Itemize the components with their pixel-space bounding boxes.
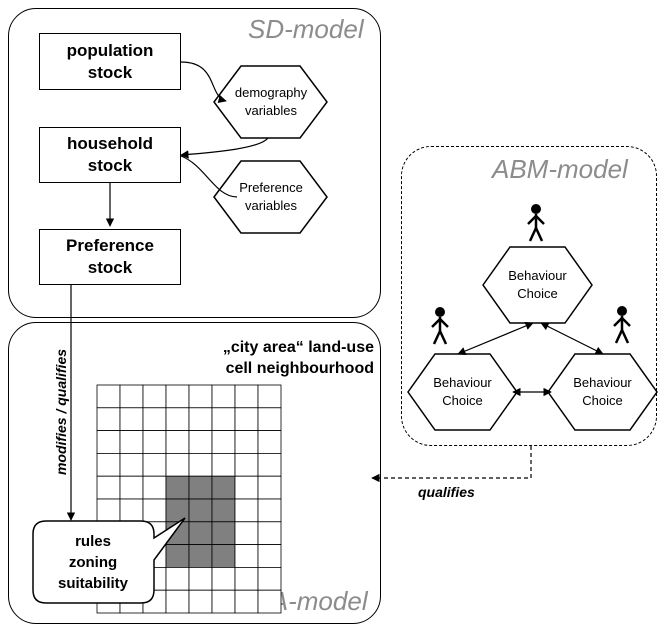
- behaviour-right-label: Behaviour Choice: [573, 375, 632, 408]
- grid-cell: [165, 589, 190, 614]
- grid-cell: [257, 498, 282, 523]
- grid-cell: [234, 567, 259, 591]
- grid-cell: [234, 407, 259, 431]
- top-left-arrow: [457, 322, 534, 355]
- grid-cell: [211, 567, 236, 591]
- preference-variables-label: Preference variables: [239, 180, 303, 213]
- grid-cell: [119, 475, 144, 500]
- grid-cell: [257, 567, 282, 591]
- person-icon-left: [431, 307, 449, 345]
- grid-cell: [234, 452, 259, 477]
- grid-cell: [142, 452, 167, 477]
- population-to-demography-arrow: [180, 61, 227, 104]
- grid-cell: [96, 384, 121, 409]
- person-icon-right: [613, 306, 631, 344]
- ca-heading: „city area“ land-use cell neighbourhood: [222, 339, 374, 377]
- grid-cell-highlighted: [211, 521, 236, 545]
- grid-cell: [96, 430, 121, 454]
- behaviour-top-label: Behaviour Choice: [508, 268, 567, 301]
- demography-to-household-arrow: [180, 137, 269, 159]
- preference-variables-hexagon: [213, 160, 328, 234]
- grid-cell-highlighted: [188, 521, 213, 545]
- grid-cell-highlighted: [165, 544, 190, 568]
- preference-variables-to-household-arrow: [180, 155, 238, 198]
- grid-cell-highlighted: [211, 498, 236, 523]
- qualifies-label: qualifies: [418, 484, 475, 500]
- grid-cell: [234, 589, 259, 614]
- grid-cell: [211, 452, 236, 477]
- grid-cell-highlighted: [211, 544, 236, 568]
- grid-cell: [119, 430, 144, 454]
- sd-model-panel: [8, 8, 381, 318]
- grid-cell: [257, 521, 282, 545]
- grid-cell: [119, 384, 144, 409]
- grid-cell: [96, 407, 121, 431]
- grid-cell: [234, 544, 259, 568]
- grid-cell: [119, 407, 144, 431]
- abm-model-title: ABM-model: [492, 154, 628, 184]
- abm-to-ca-qualifies-arrow: [371, 446, 532, 483]
- grid-cell: [234, 521, 259, 545]
- grid-cell: [188, 589, 213, 614]
- preference-stock-box: Preference stock: [39, 229, 181, 285]
- abm-model-panel: [401, 146, 657, 446]
- demography-variables-hexagon: [213, 65, 328, 139]
- behaviour-left-label: Behaviour Choice: [433, 375, 492, 408]
- modifies-qualifies-label: modifies / qualifies: [53, 348, 69, 476]
- grid-cell-highlighted: [165, 498, 190, 523]
- grid-cell: [234, 498, 259, 523]
- grid-cell: [96, 475, 121, 500]
- grid-cell: [211, 384, 236, 409]
- demography-variables-label: demography variables: [234, 85, 308, 118]
- grid-cell: [234, 384, 259, 409]
- grid-cell: [211, 407, 236, 431]
- grid-cell: [165, 384, 190, 409]
- grid-cell: [165, 452, 190, 477]
- grid-cell: [257, 407, 282, 431]
- grid-cell: [188, 384, 213, 409]
- grid-cell: [96, 498, 121, 523]
- grid-cell: [96, 452, 121, 477]
- grid-cell: [165, 407, 190, 431]
- grid-cell: [234, 430, 259, 454]
- grid-cell: [211, 430, 236, 454]
- grid-cell: [142, 407, 167, 431]
- grid-cell-highlighted: [188, 475, 213, 500]
- grid-cell: [257, 452, 282, 477]
- grid-cell-highlighted: [165, 475, 190, 500]
- grid-cell: [119, 452, 144, 477]
- grid-cell: [188, 407, 213, 431]
- ca-model-panel: [8, 322, 381, 624]
- grid-cell: [257, 589, 282, 614]
- grid-cell: [142, 384, 167, 409]
- grid-cell: [188, 452, 213, 477]
- grid-cell-highlighted: [211, 475, 236, 500]
- grid-cell: [188, 567, 213, 591]
- rules-callout-text: rules zoning suitability: [57, 532, 128, 592]
- grid-cell: [142, 498, 167, 523]
- grid-cell: [165, 567, 190, 591]
- grid-cell-highlighted: [188, 544, 213, 568]
- grid-cell: [142, 475, 167, 500]
- sd-model-title: SD-model: [248, 14, 364, 44]
- top-right-arrow: [540, 322, 604, 355]
- grid-cell-highlighted: [188, 498, 213, 523]
- grid-cell: [211, 589, 236, 614]
- household-stock-box: household stock: [39, 127, 181, 183]
- grid-cell: [257, 544, 282, 568]
- grid-cell: [257, 430, 282, 454]
- rules-callout-bubble: [32, 517, 186, 604]
- grid-cell: [234, 475, 259, 500]
- grid-cell: [119, 498, 144, 523]
- grid-cell: [188, 430, 213, 454]
- grid-cell: [142, 430, 167, 454]
- person-icon-top: [527, 204, 545, 242]
- grid-cell: [257, 384, 282, 409]
- grid-cell: [257, 475, 282, 500]
- grid-cell: [165, 430, 190, 454]
- population-stock-box: population stock: [39, 33, 181, 90]
